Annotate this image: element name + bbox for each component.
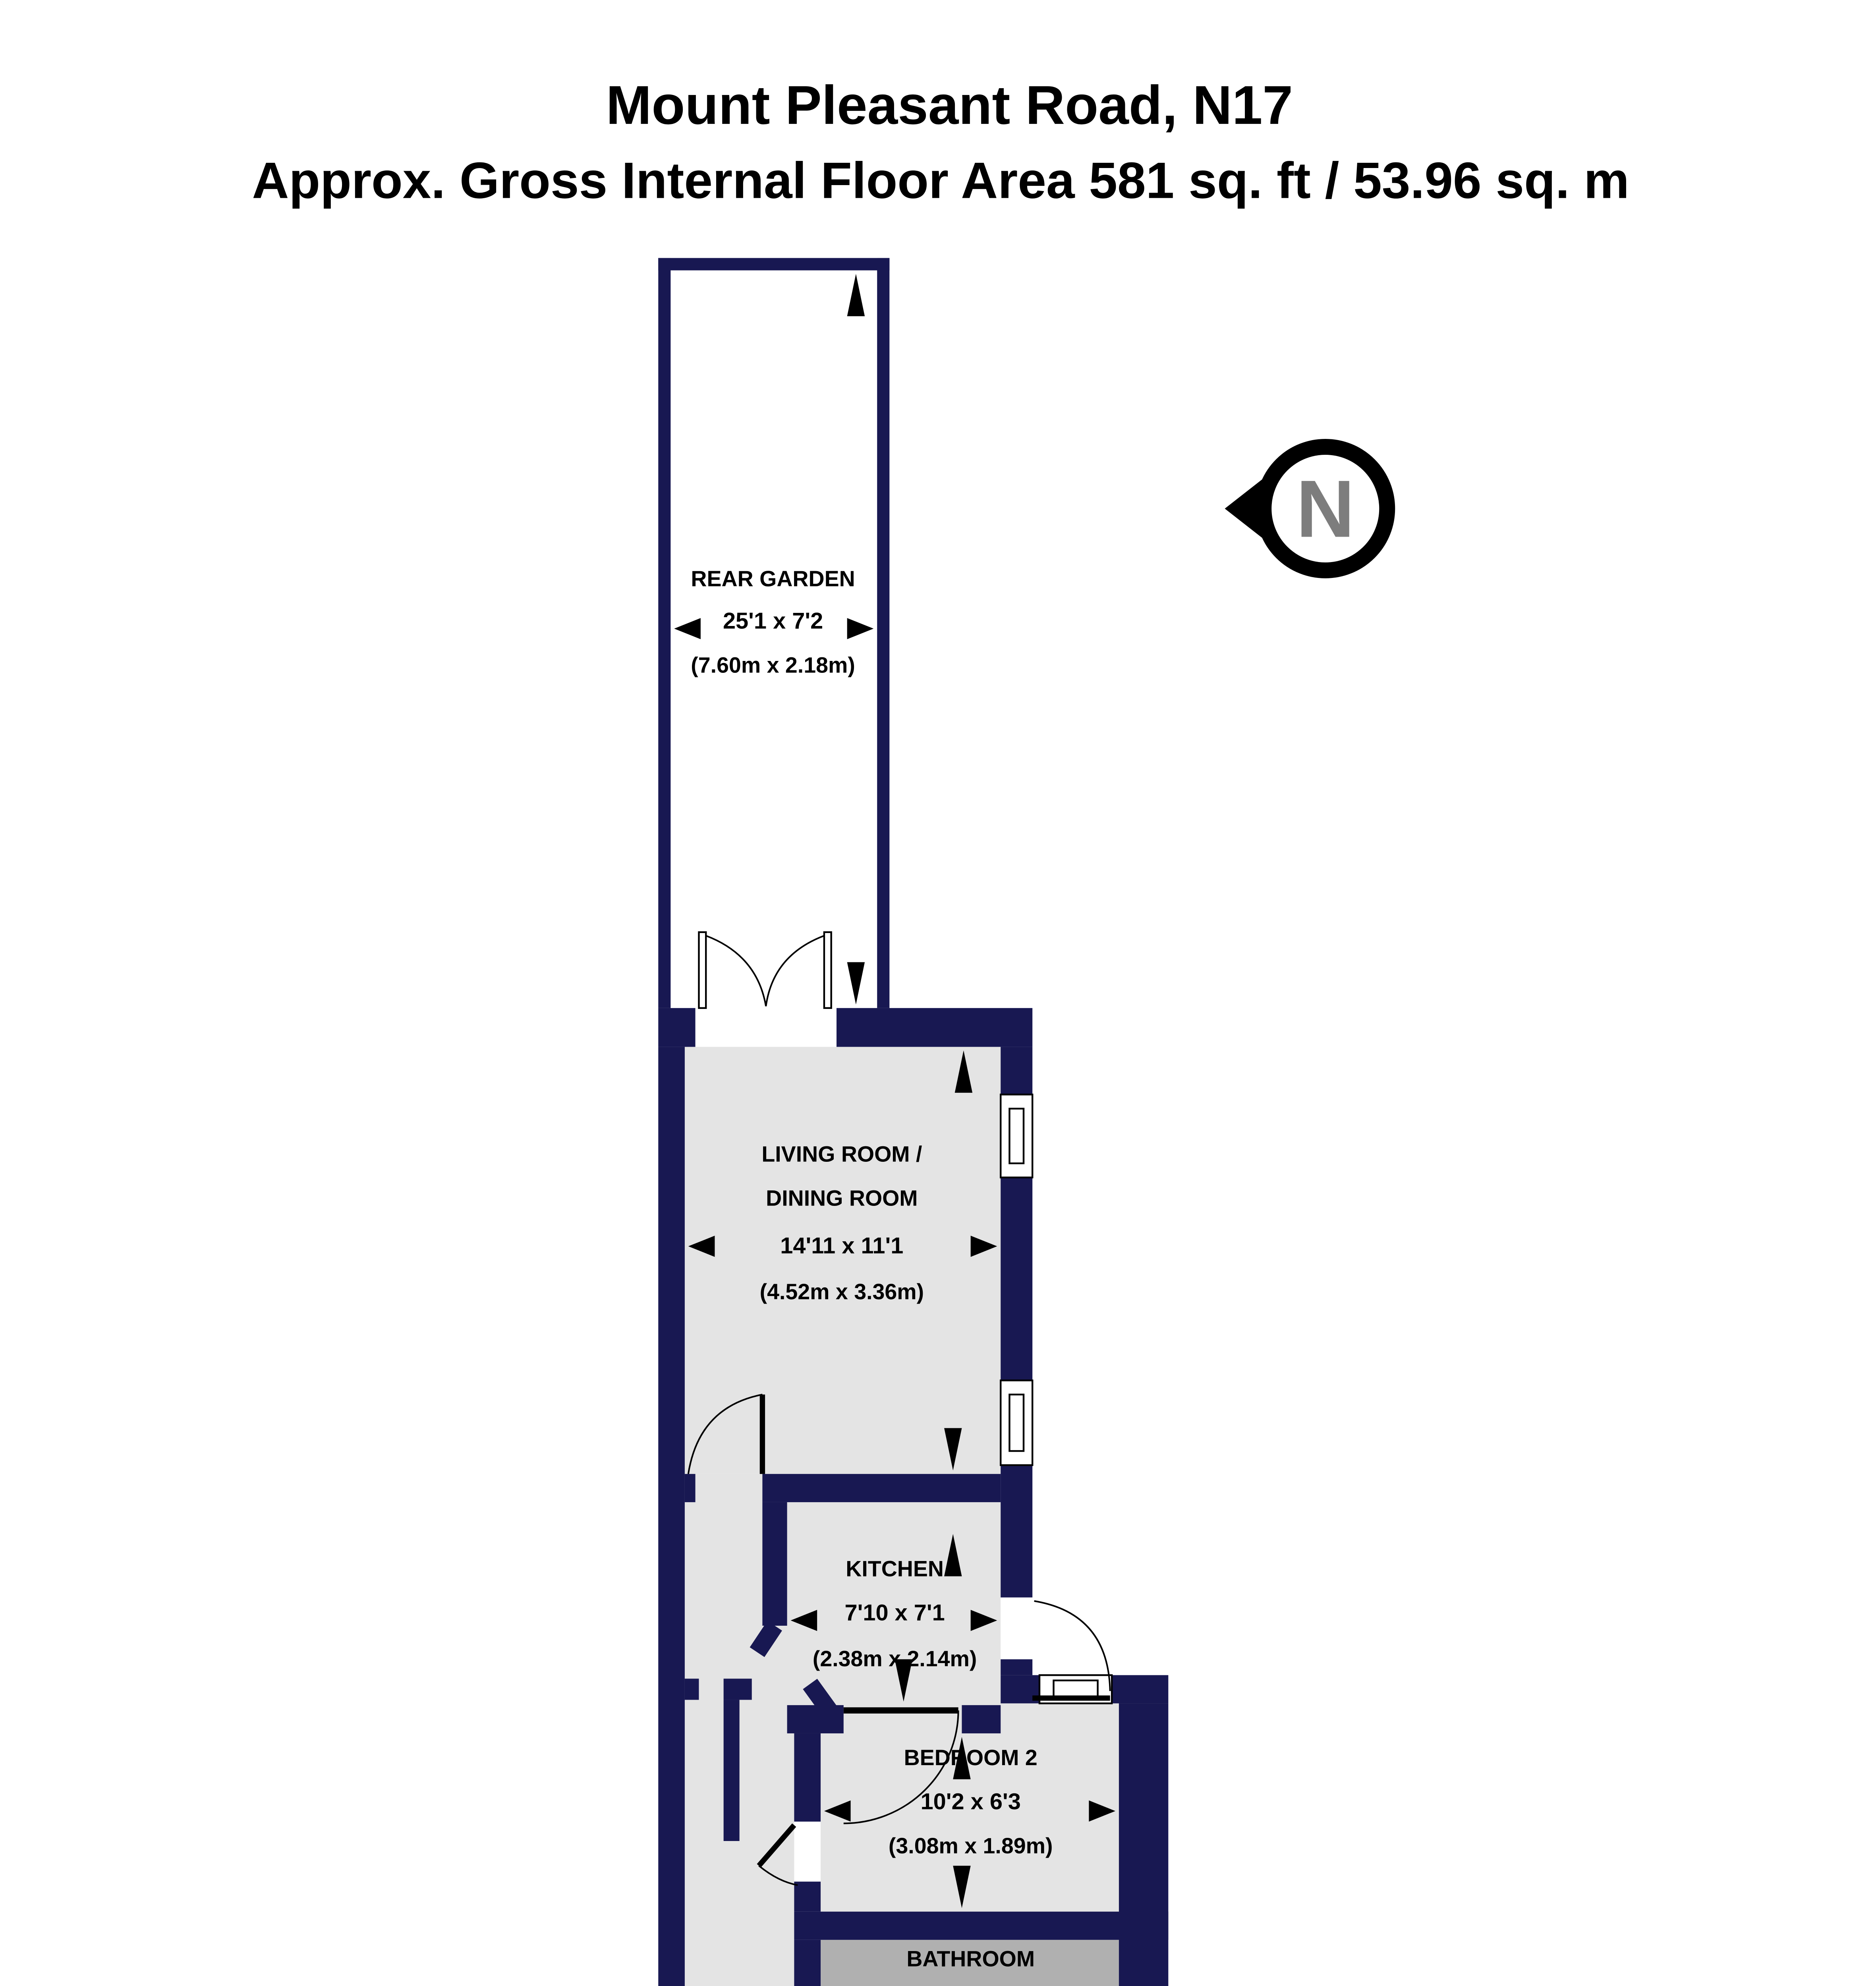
compass-north-label: N [1296,464,1355,554]
room-dims-m: (2.38m x 2.14m) [813,1646,977,1671]
label-living-room: LIVING ROOM / DINING ROOM 14'11 x 11'1 (… [760,1142,924,1304]
room-bedroom2-floor [821,1703,1119,1912]
room-name: KITCHEN [846,1557,944,1581]
dim-arrow-livingroom-right [970,1236,997,1257]
dim-arrow-garden-left [674,618,701,639]
room-name: BATHROOM [906,1946,1035,1971]
french-door-arc-right [765,935,825,1007]
wall-livingroom-bottom-a [684,1474,696,1502]
compass-north-pointer [1225,477,1265,541]
label-kitchen: KITCHEN 7'10 x 7'1 (2.38m x 2.14m) [813,1557,977,1671]
wall-hall-vertical [723,1700,740,1841]
room-dims-m: (7.60m x 2.18m) [691,653,855,678]
wall-hall-stub-b [723,1679,752,1700]
french-door-leaf-right [823,931,832,1009]
window-living-room-2 [1000,1379,1034,1466]
dim-arrow-bedroom2-bottom [953,1866,971,1908]
room-dims-ft: 25'1 x 7'2 [723,609,823,634]
garden-wall-right [877,258,890,1008]
room-name-2: DINING ROOM [766,1186,918,1210]
garden-wall-left [658,258,671,1008]
opening-kitchen-door [1001,1597,1033,1660]
garden-wall-top [658,258,890,270]
dim-arrow-livingroom-left [688,1236,715,1257]
wall-bedroom2-left-b [794,1882,821,1912]
wall-exterior-right-mid [1001,1659,1033,1675]
wall-bedroom2-left-a [794,1733,821,1822]
room-kitchen-hall-floor [684,1474,1001,1705]
french-door-arc-left [705,935,767,1007]
wall-kitchen-bottom-b [962,1705,1001,1733]
page-title: Mount Pleasant Road, N17 [606,75,1293,136]
wall-house-top-left [658,1008,696,1047]
dim-arrow-garden-bottom [847,962,865,1005]
room-name: LIVING ROOM / [761,1142,922,1166]
door-kitchen-exterior [1032,1600,1111,1701]
label-rear-garden: REAR GARDEN 25'1 x 7'2 (7.60m x 2.18m) [691,566,855,678]
window-living-room-1 [1000,1093,1034,1178]
wall-livingroom-bottom-b [762,1474,1001,1502]
room-name: BEDROOM 2 [904,1745,1037,1770]
room-name: REAR GARDEN [691,566,855,591]
room-dims-ft: 14'11 x 11'1 [780,1233,903,1258]
dim-arrow-garden-top [847,274,865,317]
wall-house-top-right [837,1008,1033,1047]
wall-kitchen-left-diagonal [750,1621,782,1657]
wall-bedroom2-bathroom-divider [794,1911,1169,1940]
room-dims-ft: 10'2 x 6'3 [921,1789,1021,1814]
wall-hall-stub-a [684,1679,699,1700]
french-door-leaf-left [698,931,707,1009]
room-dims-m: (3.08m x 1.89m) [889,1833,1053,1858]
door-livingroom-hall [687,1393,765,1474]
dim-arrow-bedroom2-top [953,1737,971,1779]
wall-bathroom-left [794,1940,821,1986]
dim-arrow-kitchen-left [790,1609,817,1631]
dim-arrow-kitchen-bottom [895,1659,913,1702]
dim-arrow-livingroom-top [954,1050,973,1093]
room-living-room-floor [684,1047,1001,1474]
wall-kitchen-left [762,1502,787,1626]
label-bathroom: BATHROOM 10'1 x 4'8 (3.07m x 1.42m) [906,1946,1035,1971]
dim-arrow-garden-right [847,618,874,639]
compass-icon: N [1225,439,1395,578]
compass-ring [1256,439,1395,578]
room-dims-m: (4.52m x 3.36m) [760,1279,924,1304]
wall-exterior-left [658,1047,685,1986]
wall-kitchen-bottom-a [787,1705,844,1733]
label-bedroom-2: BEDROOM 2 10'2 x 6'3 (3.08m x 1.89m) [889,1745,1053,1858]
room-dims-ft: 7'10 x 7'1 [845,1600,945,1626]
wall-right-bedroom2-bathroom [1119,1703,1169,1986]
french-doors-garden [698,931,832,1009]
page-subtitle: Approx. Gross Internal Floor Area 581 sq… [252,152,1629,209]
dim-arrow-kitchen-top [944,1534,962,1576]
dim-arrow-livingroom-bottom [944,1428,962,1470]
door-bathroom [757,1823,798,1886]
room-bathroom-floor [821,1940,1119,1986]
dim-arrow-bedroom2-right [1089,1800,1116,1822]
dim-arrow-kitchen-right [970,1609,997,1631]
dim-arrow-bedroom2-left [824,1800,851,1822]
door-bedroom2 [843,1707,959,1824]
